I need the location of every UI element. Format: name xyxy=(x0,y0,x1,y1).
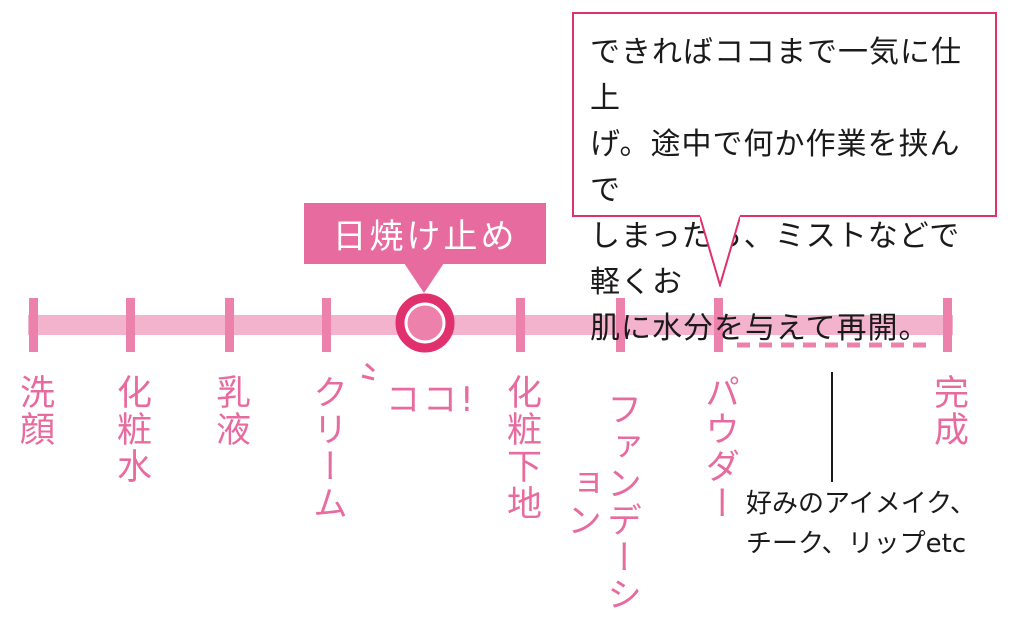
tip-note-tail xyxy=(700,215,740,287)
highlight-label-tail xyxy=(404,263,444,293)
highlight-label: 日焼け止め xyxy=(304,203,546,264)
tip-note-bubble: できればココまで一気に仕上 げ。途中で何か作業を挟んで しまったら、ミストなどで… xyxy=(572,12,997,346)
current-step-marker-inner xyxy=(404,302,446,344)
here-callout: ココ! xyxy=(386,380,477,420)
step-label: クリーム xyxy=(307,374,347,522)
callout-mark xyxy=(365,362,375,373)
step-label: 乳液 xyxy=(210,374,250,448)
tip-note-text: できればココまで一気に仕上 げ。途中で何か作業を挟んで しまったら、ミストなどで… xyxy=(590,35,962,346)
step-label: 完成 xyxy=(928,374,968,448)
tick-mark xyxy=(225,298,234,352)
step-label: ファンデーション xyxy=(561,391,641,613)
optional-steps-note: 好みのアイメイク、 チーク、リップetc xyxy=(746,489,976,559)
step-label: 化粧水 xyxy=(111,374,151,485)
tick-mark xyxy=(126,298,135,352)
step-label: 化粧下地 xyxy=(501,374,541,522)
tick-mark xyxy=(29,298,38,352)
tick-mark xyxy=(322,298,331,352)
tick-mark xyxy=(516,298,525,352)
step-label: パウダー xyxy=(699,374,739,522)
step-label: 洗顔 xyxy=(14,374,54,448)
tick-mark xyxy=(943,298,952,352)
tick-mark xyxy=(616,298,625,352)
callout-mark xyxy=(361,374,375,381)
tick-mark xyxy=(714,298,723,352)
